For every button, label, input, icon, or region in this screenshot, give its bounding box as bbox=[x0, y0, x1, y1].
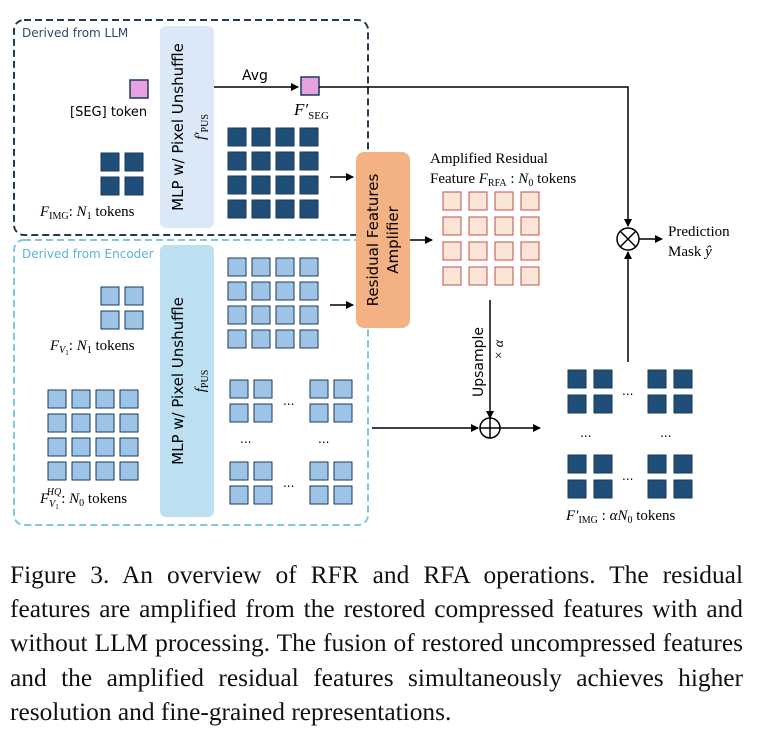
prediction-label-line1: Prediction bbox=[668, 224, 730, 240]
rfa-label-line1: Residual Features bbox=[364, 174, 382, 307]
fv1-token-grid bbox=[100, 286, 144, 330]
fimg-out-token-grid bbox=[567, 369, 693, 499]
add-node-icon bbox=[479, 417, 501, 439]
multiply-node-icon bbox=[616, 227, 640, 251]
mlp-top-block bbox=[160, 26, 214, 228]
fv1hq-label: FV1HQ: N0 tokens bbox=[39, 487, 127, 511]
ellipsis-out-1: ... bbox=[622, 384, 633, 398]
arrow-seg-to-mult bbox=[319, 86, 632, 227]
amplified-label-line1: Amplified Residual bbox=[430, 151, 548, 167]
fv1hq-token-grid bbox=[47, 389, 139, 481]
encoder-restored-token-grid bbox=[227, 257, 319, 349]
rfa-token-grid bbox=[442, 191, 540, 286]
encoder-region-box bbox=[13, 239, 369, 526]
ellipsis-enc-3: ... bbox=[318, 432, 329, 446]
ellipsis-out-4: ... bbox=[622, 469, 633, 483]
mlp-bottom-label: MLP w/ Pixel Unshuffle bbox=[169, 297, 187, 465]
rfa-label-line2: Amplifier bbox=[384, 205, 402, 273]
llm-region-label: Derived from LLM bbox=[22, 26, 128, 40]
ellipsis-out-3: ... bbox=[660, 426, 671, 440]
ellipsis-enc-1: ... bbox=[283, 394, 294, 408]
prediction-label-line2: Mask ŷ bbox=[668, 244, 712, 260]
upsample-label: Upsample bbox=[471, 327, 487, 397]
figure-caption: Figure 3. An overview of RFR and RFA ope… bbox=[10, 561, 743, 726]
llm-restored-token-grid bbox=[227, 127, 319, 219]
fimg-label: FIMG: N1 tokens bbox=[39, 204, 135, 222]
seg-token-label: [SEG] token bbox=[70, 105, 147, 120]
ellipsis-enc-2: ... bbox=[240, 432, 251, 446]
seg-token bbox=[129, 79, 149, 99]
fv1-label: FV1: N1 tokens bbox=[49, 338, 135, 357]
mlp-top-label: MLP w/ Pixel Unshuffle bbox=[169, 43, 187, 211]
amplified-label-line2: Feature FRFA : N0 tokens bbox=[430, 171, 576, 189]
fimg-out-label: F′IMG : αN0 tokens bbox=[565, 508, 676, 526]
rfa-block bbox=[356, 152, 410, 328]
alpha-label: × α bbox=[492, 339, 507, 360]
fimg-token-grid bbox=[100, 152, 144, 196]
encoder-region-label: Derived from Encoder bbox=[22, 247, 154, 261]
ellipsis-out-2: ... bbox=[580, 426, 591, 440]
fseg-label: F′SEG bbox=[293, 100, 329, 122]
ellipsis-enc-4: ... bbox=[283, 476, 294, 490]
rfr-rfa-diagram: Derived from LLM Derived from Encoder ML… bbox=[13, 19, 730, 526]
encoder-uncompressed-token-grid bbox=[229, 379, 353, 505]
llm-region-box bbox=[13, 19, 369, 236]
mlp-bottom-block bbox=[160, 245, 214, 517]
avg-label: Avg bbox=[242, 68, 268, 84]
fseg-token bbox=[300, 76, 320, 96]
